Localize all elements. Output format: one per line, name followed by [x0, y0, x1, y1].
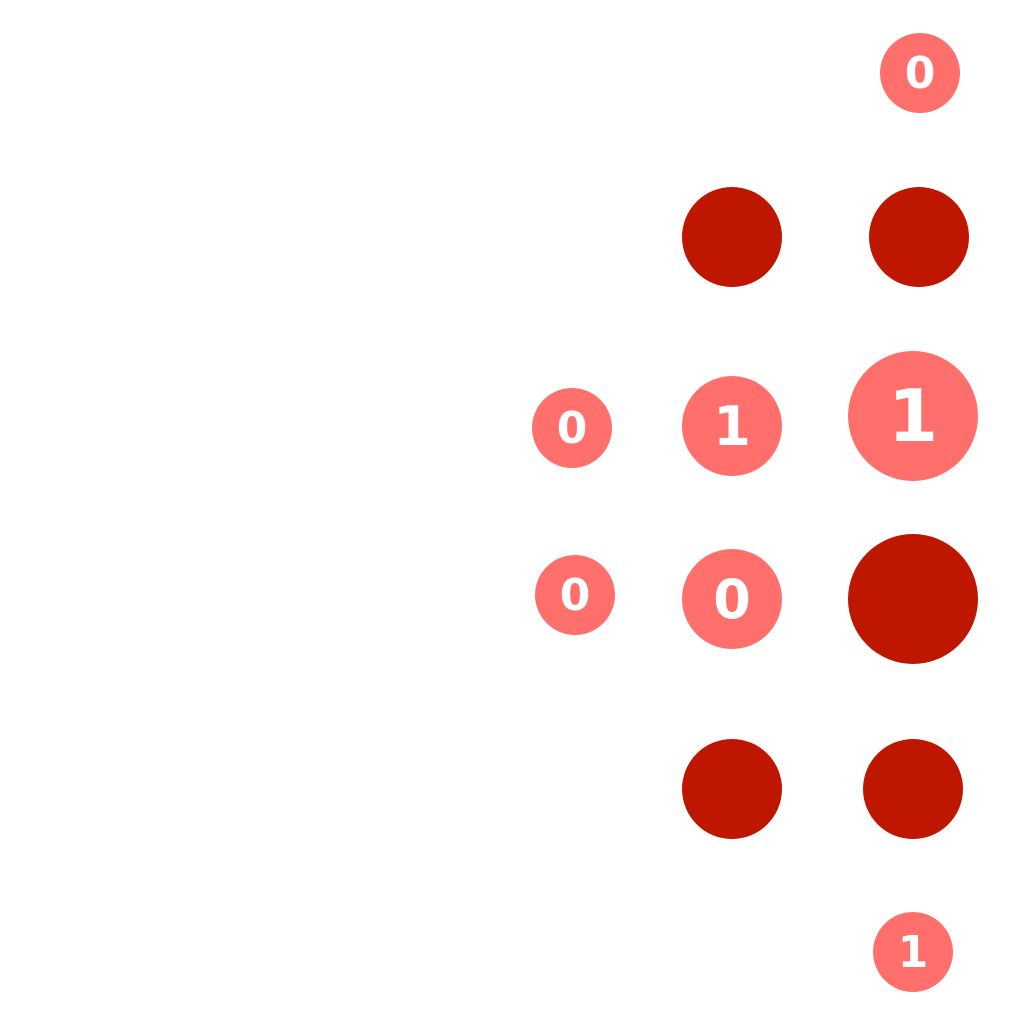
light-node[interactable]: 0: [682, 549, 782, 649]
light-node[interactable]: 1: [682, 376, 782, 476]
light-node[interactable]: 1: [848, 351, 978, 481]
node-label: 1: [897, 926, 929, 978]
light-node[interactable]: 0: [880, 33, 960, 113]
node-label: 0: [556, 402, 588, 454]
node-label: 1: [887, 374, 939, 458]
node-label: 0: [559, 569, 591, 621]
dark-node[interactable]: [869, 187, 969, 287]
node-label: 1: [713, 394, 751, 458]
dark-node[interactable]: [863, 739, 963, 839]
light-node[interactable]: 0: [532, 388, 612, 468]
light-node[interactable]: 1: [873, 912, 953, 992]
light-node[interactable]: 0: [535, 555, 615, 635]
dark-node[interactable]: [848, 534, 978, 664]
node-label: 0: [904, 47, 936, 99]
dark-node[interactable]: [682, 739, 782, 839]
dark-node[interactable]: [682, 187, 782, 287]
node-label: 0: [713, 567, 751, 631]
